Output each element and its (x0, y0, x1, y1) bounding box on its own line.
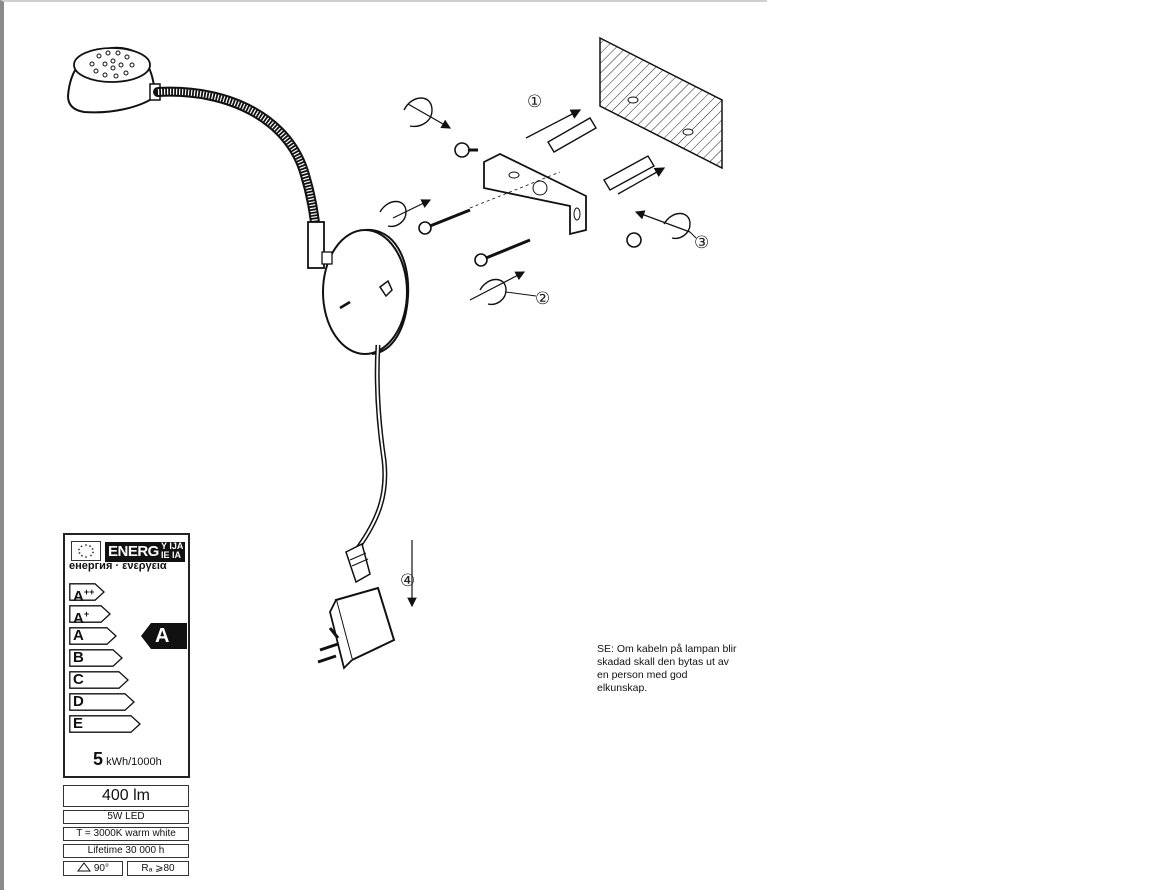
energy-label: ENERG Y IJA IE IA енергия · ενεργεια A 5… (63, 533, 190, 778)
energy-class-label: A (73, 627, 84, 644)
spec-cri: Rₐ ⩾80 (127, 861, 189, 876)
beam-angle-icon (77, 862, 92, 872)
spec-lumens: 400 lm (63, 785, 189, 807)
energy-title-suffix-bottom: IE IA (161, 550, 182, 560)
energy-rating: A (155, 625, 170, 647)
gooseneck-arm (153, 86, 325, 269)
eu-flag-icon (71, 541, 101, 561)
assembly-diagram: ④ ① ② ③ (66, 36, 723, 670)
spec-lifetime: Lifetime 30 000 h (63, 844, 189, 858)
energy-title: ENERG (108, 543, 159, 560)
spec-beam-angle: 90° (93, 863, 109, 874)
energy-class-label: B (73, 649, 84, 666)
callout-one: ① (527, 92, 542, 111)
power-adapter: ④ (317, 540, 417, 670)
energy-subtitle: енергия · ενεργεια (69, 560, 167, 572)
energy-class-label: C (73, 671, 84, 688)
consumption-value: 5 (93, 749, 104, 769)
screws (418, 142, 642, 267)
energy-class-arrow (69, 715, 141, 733)
energy-class-label: E (73, 715, 84, 732)
energy-label-header: ENERG Y IJA IE IA (69, 539, 185, 562)
energy-title-box: ENERG Y IJA IE IA (105, 542, 185, 562)
callout-four: ④ (400, 571, 415, 590)
consumption-unit: kWh/1000h (106, 756, 162, 768)
energy-class-arrow (69, 583, 105, 601)
spec-beam-angle-box: 90° (63, 861, 123, 876)
energy-class-arrow (69, 693, 135, 711)
energy-rating-badge: A (141, 623, 187, 649)
callout-three: ③ (694, 233, 709, 252)
lamp-base (321, 228, 410, 355)
energy-class-arrow (69, 649, 123, 667)
wall-section (599, 36, 723, 170)
energy-class-arrow (69, 671, 129, 689)
power-cable (345, 344, 388, 584)
energy-consumption: 5 kWh/1000h (93, 749, 162, 770)
energy-class-arrow (69, 605, 111, 623)
energy-class-label: A+ (73, 609, 90, 627)
energy-title-suffix: Y IJA IE IA (161, 542, 183, 560)
callout-two: ② (535, 289, 550, 308)
energy-class-label: D (73, 693, 84, 710)
energy-title-suffix-top: Y IJA (161, 541, 184, 551)
cable-safety-note: SE: Om kabeln på lampan blir skadad skal… (597, 643, 737, 694)
spec-color-temp: T = 3000K warm white (63, 827, 189, 841)
mounting-bracket (483, 152, 587, 236)
energy-class-label: A++ (73, 587, 95, 605)
wall-plugs (547, 117, 655, 191)
lamp-head (66, 46, 161, 114)
spec-power: 5W LED (63, 810, 189, 824)
page-frame (0, 0, 767, 890)
energy-class-arrow (69, 627, 117, 645)
